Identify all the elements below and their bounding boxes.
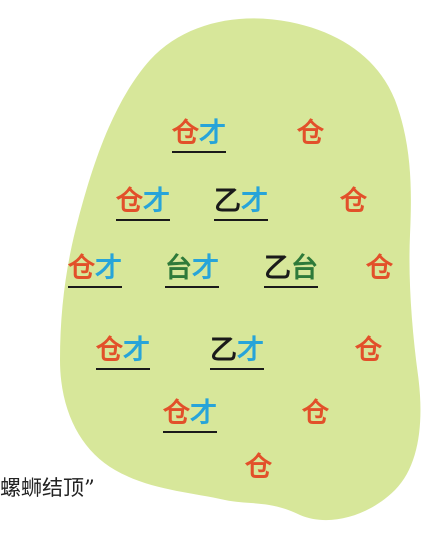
- notation-row-5: 仓才 仓: [0, 398, 447, 438]
- notation-row-2: 仓才 乙才 仓: [0, 186, 447, 226]
- syllable-pair: 仓才: [96, 335, 150, 370]
- syllable-pair: 乙才: [214, 186, 268, 221]
- syllable-single: 仓: [297, 118, 324, 150]
- syllable-single: 仓: [355, 335, 382, 367]
- syllable-single: 仓: [366, 253, 393, 285]
- syllable-single: 仓: [340, 186, 367, 218]
- notation-row-4: 仓才 乙才 仓: [0, 335, 447, 375]
- syllable-single: 仓: [245, 452, 272, 484]
- notation-row-3: 仓才 台才 乙台 仓: [0, 253, 447, 293]
- syllable-pair: 仓才: [163, 398, 217, 433]
- syllable-pair: 仓才: [116, 186, 170, 221]
- syllable-pair: 乙台: [264, 253, 318, 288]
- syllable-pair: 仓才: [68, 253, 122, 288]
- syllable-pair: 仓才: [172, 118, 226, 153]
- syllable-pair: 乙才: [210, 335, 264, 370]
- caption-text: 螺蛳结顶”: [0, 472, 95, 502]
- notation-row-1: 仓才 仓: [0, 118, 447, 158]
- syllable-single: 仓: [302, 398, 329, 430]
- syllable-pair: 台才: [165, 253, 219, 288]
